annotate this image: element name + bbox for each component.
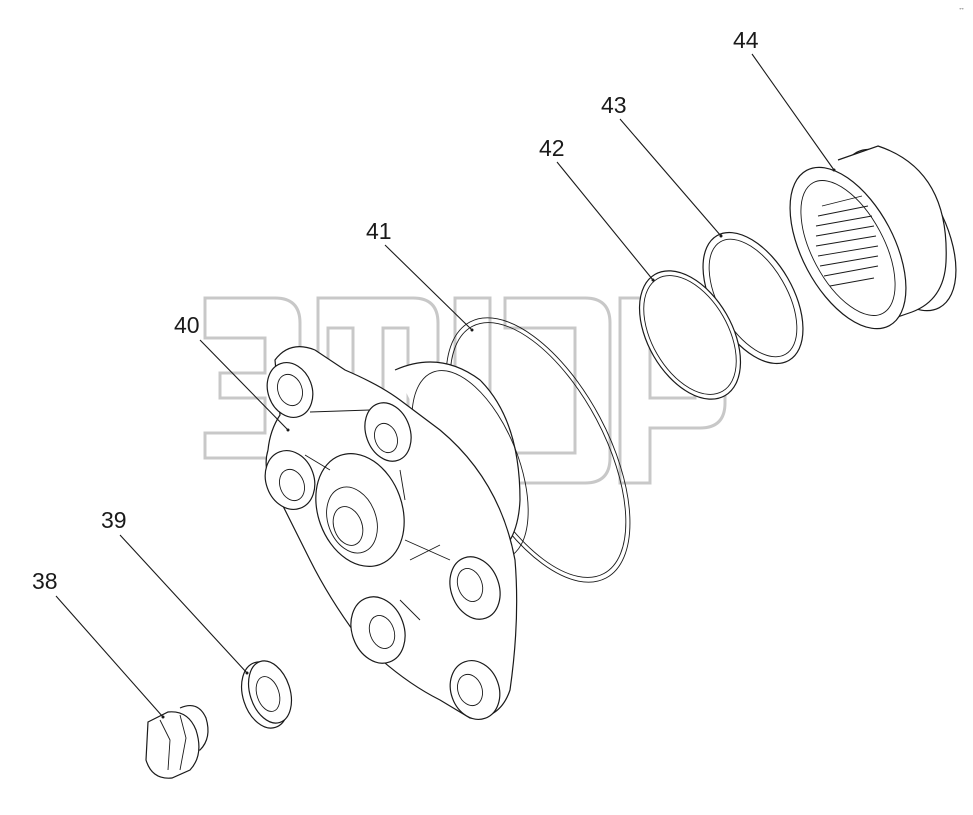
leader-43: [619, 118, 722, 237]
leader-42: [556, 161, 654, 281]
part-39-washer: [240, 660, 293, 729]
leader-41: [384, 244, 473, 331]
label-39: 39: [101, 507, 127, 533]
part-40-housing-cover: [264, 346, 529, 720]
label-43: 43: [601, 92, 627, 118]
part-38-plug: [145, 705, 209, 779]
label-38: 38: [32, 568, 58, 594]
bearing-needles: [815, 195, 879, 287]
corner-mark: ↔: [958, 5, 965, 12]
label-44: 44: [733, 27, 759, 53]
label-42: 42: [539, 135, 565, 161]
label-41: 41: [366, 218, 392, 244]
part-labels: 44 43 42 41 40 39 38: [32, 27, 759, 594]
leader-39: [119, 534, 248, 674]
part-44-needle-bearing: [789, 145, 957, 330]
leader-38: [55, 595, 164, 718]
leader-44: [751, 53, 835, 171]
part-42-retaining-ring: [638, 270, 742, 400]
label-40: 40: [174, 312, 200, 338]
leader-40: [199, 339, 289, 431]
leader-lines: [55, 53, 835, 718]
